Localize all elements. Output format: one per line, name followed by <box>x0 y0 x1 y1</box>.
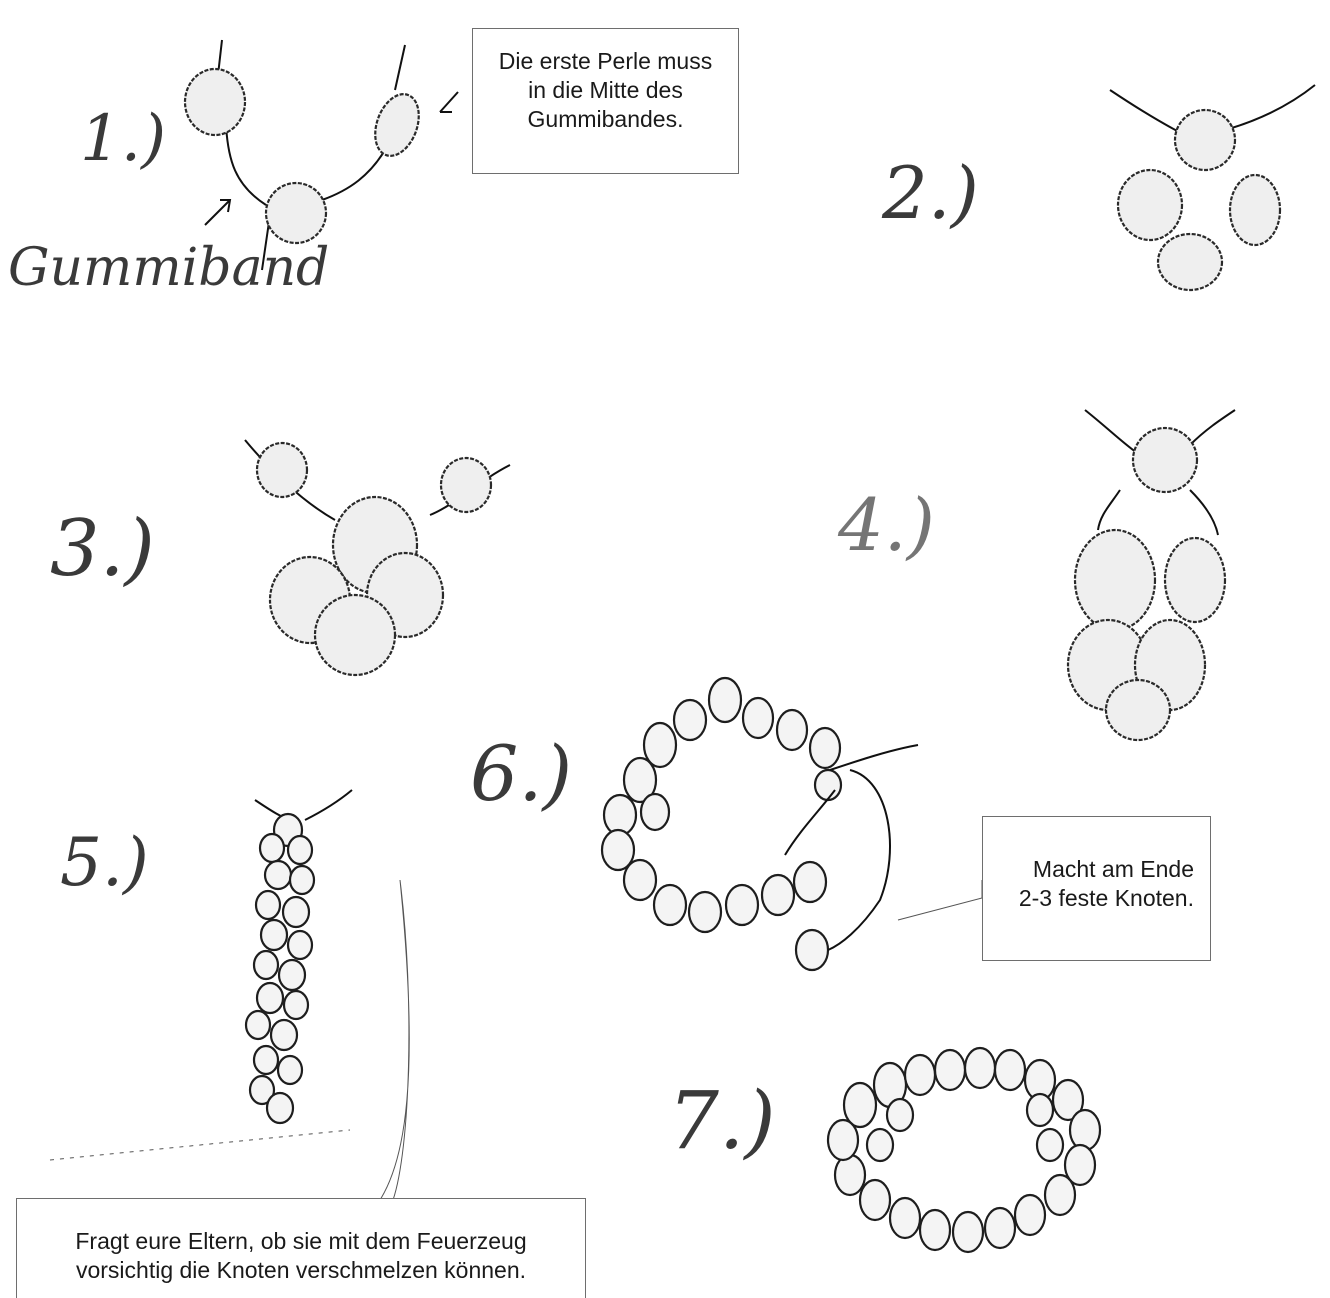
step-4-drawing: 4.) <box>837 410 1235 740</box>
callout-line: Die erste Perle muss <box>473 47 738 76</box>
callout-line: Macht am Ende <box>983 855 1194 884</box>
callout-line: Gummibandes. <box>473 105 738 134</box>
bead <box>315 595 395 675</box>
bead <box>185 69 245 135</box>
lighter-callout: Fragt eure Eltern, ob sie mit dem Feuerz… <box>16 1198 586 1298</box>
step-2-drawing: 2.) <box>881 85 1315 290</box>
first-bead-callout: Die erste Perle muss in die Mitte des Gu… <box>472 28 739 174</box>
bead <box>257 443 307 497</box>
bead <box>1118 170 1182 240</box>
step-3-drawing: 3.) <box>50 440 510 675</box>
step-7-drawing: 7.) <box>668 1048 1100 1252</box>
step-3-label: 3.) <box>50 504 155 594</box>
step-5-drawing: 5.) <box>60 790 409 1200</box>
knots-callout: Macht am Ende 2-3 feste Knoten. <box>982 816 1211 961</box>
step-6-drawing: 6.) <box>470 678 982 970</box>
bead <box>1165 538 1225 622</box>
gummiband-note: Gummiband <box>8 238 329 298</box>
step-2-label: 2.) <box>881 151 979 235</box>
step-4-label: 4.) <box>837 483 935 567</box>
step-5-label: 5.) <box>60 824 149 901</box>
bead <box>1230 175 1280 245</box>
step-6-label: 6.) <box>470 729 572 818</box>
bead <box>1106 680 1170 740</box>
step-1-drawing: 1.) Gummiband <box>8 40 458 298</box>
bead <box>1133 428 1197 492</box>
callout-line: Fragt eure Eltern, ob sie mit dem Feuerz… <box>17 1227 585 1256</box>
step-1-label: 1.) <box>80 102 166 176</box>
step-7-label: 7.) <box>668 1074 776 1167</box>
callout-line: vorsichtig die Knoten verschmelzen könne… <box>17 1256 585 1285</box>
bead <box>266 183 326 243</box>
bead <box>1075 530 1155 630</box>
bead <box>1158 234 1222 290</box>
bead <box>1175 110 1235 170</box>
bead <box>367 88 426 162</box>
callout-line: 2-3 feste Knoten. <box>983 884 1194 913</box>
bead-bracelet <box>828 1048 1100 1252</box>
bead <box>441 458 491 512</box>
bead-ring <box>602 678 841 970</box>
callout-line: in die Mitte des <box>473 76 738 105</box>
bead-strand <box>246 814 314 1123</box>
